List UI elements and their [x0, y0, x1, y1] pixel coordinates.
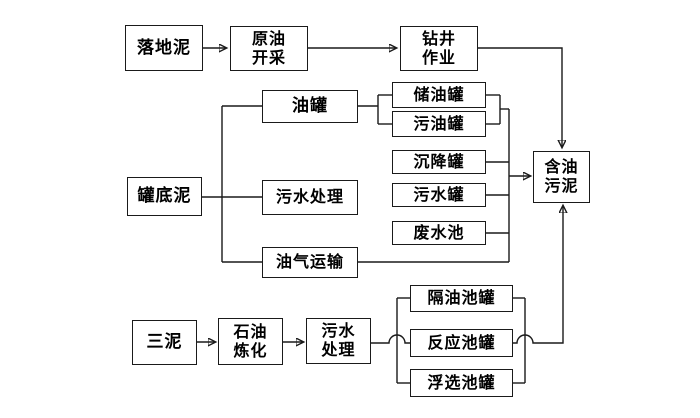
node-shiyou-lianhua: 石油 炼化	[218, 318, 283, 365]
node-geyou-chiguan: 隔油池罐	[410, 285, 513, 312]
node-hanyou-wuni: 含油 污泥	[533, 151, 590, 203]
node-guandini: 罐底泥	[127, 177, 202, 216]
line-wushuichuli-to-fanying-hop	[371, 334, 410, 344]
node-wushui-chuli-bottom: 污水 处理	[306, 318, 371, 364]
node-youguan: 油罐	[262, 90, 358, 123]
node-luodini: 落地泥	[125, 25, 203, 71]
node-chuyouguan: 储油罐	[392, 82, 486, 108]
node-wushui-chuli-mid: 污水处理	[262, 180, 358, 215]
node-zuanjing-zuoye: 钻井 作业	[400, 26, 478, 71]
arrow-zuanjingzuoye-to-hanyouwuni	[478, 47, 562, 147]
node-fuxuan-chiguan: 浮选池罐	[410, 369, 513, 397]
node-feishuichi: 废水池	[392, 221, 486, 245]
node-sanni: 三泥	[132, 320, 197, 365]
node-chenjiangguan: 沉降罐	[392, 150, 486, 174]
node-wushuiguan: 污水罐	[392, 183, 486, 207]
node-fanying-chiguan: 反应池罐	[410, 329, 513, 357]
node-wuyouguan: 污油罐	[392, 111, 486, 137]
node-youqi-yunshu: 油气运输	[262, 247, 358, 278]
arrow-bottomgroup-to-hanyouwuni	[513, 206, 563, 344]
node-yuanyou-kaicai: 原油 开采	[230, 26, 308, 71]
